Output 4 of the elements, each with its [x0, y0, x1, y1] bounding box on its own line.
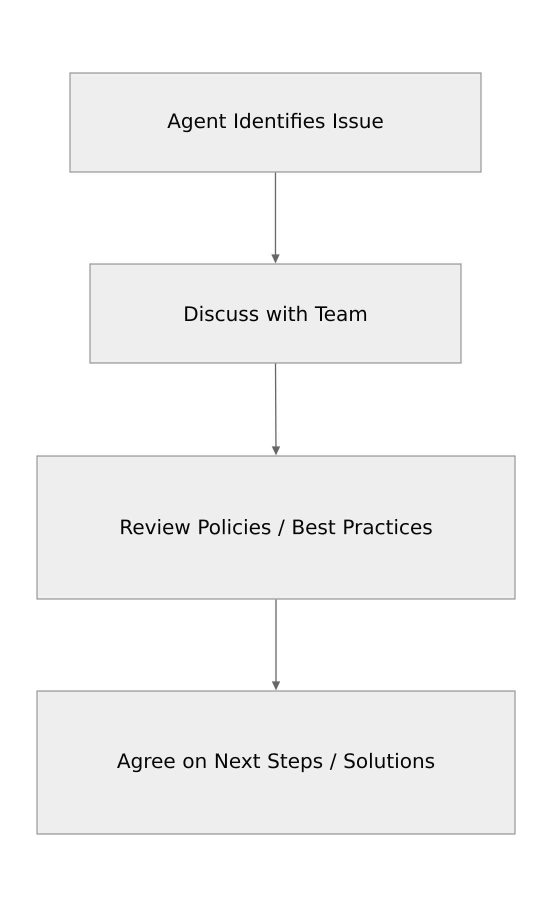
process-box: Discuss with Team: [89, 263, 462, 364]
process-box: Agree on Next Steps / Solutions: [36, 690, 516, 835]
process-box: Review Policies / Best Practices: [36, 455, 516, 600]
process-box: Agent Identifies Issue: [69, 72, 482, 173]
